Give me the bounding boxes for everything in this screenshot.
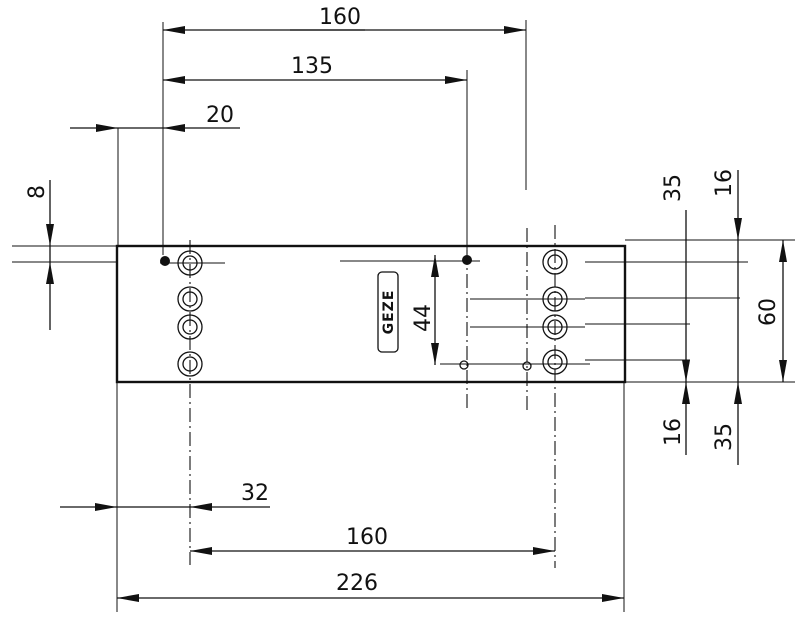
dim-label-top-135: 135 <box>291 54 333 79</box>
dimension-top-135: 135 <box>163 54 467 84</box>
dim-label-inner-44: 44 <box>411 304 436 332</box>
dimension-bottom-32: 32 <box>60 481 270 511</box>
dimension-right-16-bottom: 16 <box>661 382 690 455</box>
small-hole <box>160 256 170 266</box>
dim-label-right-16-bottom: 16 <box>661 418 686 446</box>
dim-label-bottom-226: 226 <box>336 571 378 596</box>
dimension-right-60: 60 <box>756 240 787 382</box>
dimension-bottom-226: 226 <box>117 571 624 602</box>
dimension-bottom-160: 160 <box>190 525 555 555</box>
centre-lines <box>160 225 590 568</box>
dim-label-top-160: 160 <box>319 5 361 30</box>
dim-label-top-20: 20 <box>206 103 234 128</box>
dimension-left-8: 8 <box>25 180 54 330</box>
dim-label-right-60: 60 <box>756 298 781 326</box>
logo-text: GEZE <box>381 290 397 335</box>
dimension-right-16-top: 16 <box>712 169 742 300</box>
dimension-right-35-top: 35 <box>661 174 690 382</box>
extension-lines <box>12 20 795 612</box>
small-hole <box>459 360 469 370</box>
dim-label-right-35-top: 35 <box>661 174 686 202</box>
geze-logo: GEZE <box>377 271 399 353</box>
dim-label-right-35-bottom: 35 <box>712 423 737 451</box>
dim-label-right-16-top: 16 <box>712 169 737 197</box>
dimension-top-20: 20 <box>70 103 240 132</box>
dimension-inner-44: 44 <box>411 255 439 365</box>
mounting-holes <box>160 249 568 377</box>
dim-label-left-8: 8 <box>25 185 50 199</box>
dim-label-bottom-32: 32 <box>241 481 269 506</box>
dimension-right-35-bottom: 35 <box>712 300 742 465</box>
mounting-plate <box>115 244 627 384</box>
dim-label-bottom-160: 160 <box>346 525 388 550</box>
dimension-top-160: 160 <box>163 5 526 34</box>
